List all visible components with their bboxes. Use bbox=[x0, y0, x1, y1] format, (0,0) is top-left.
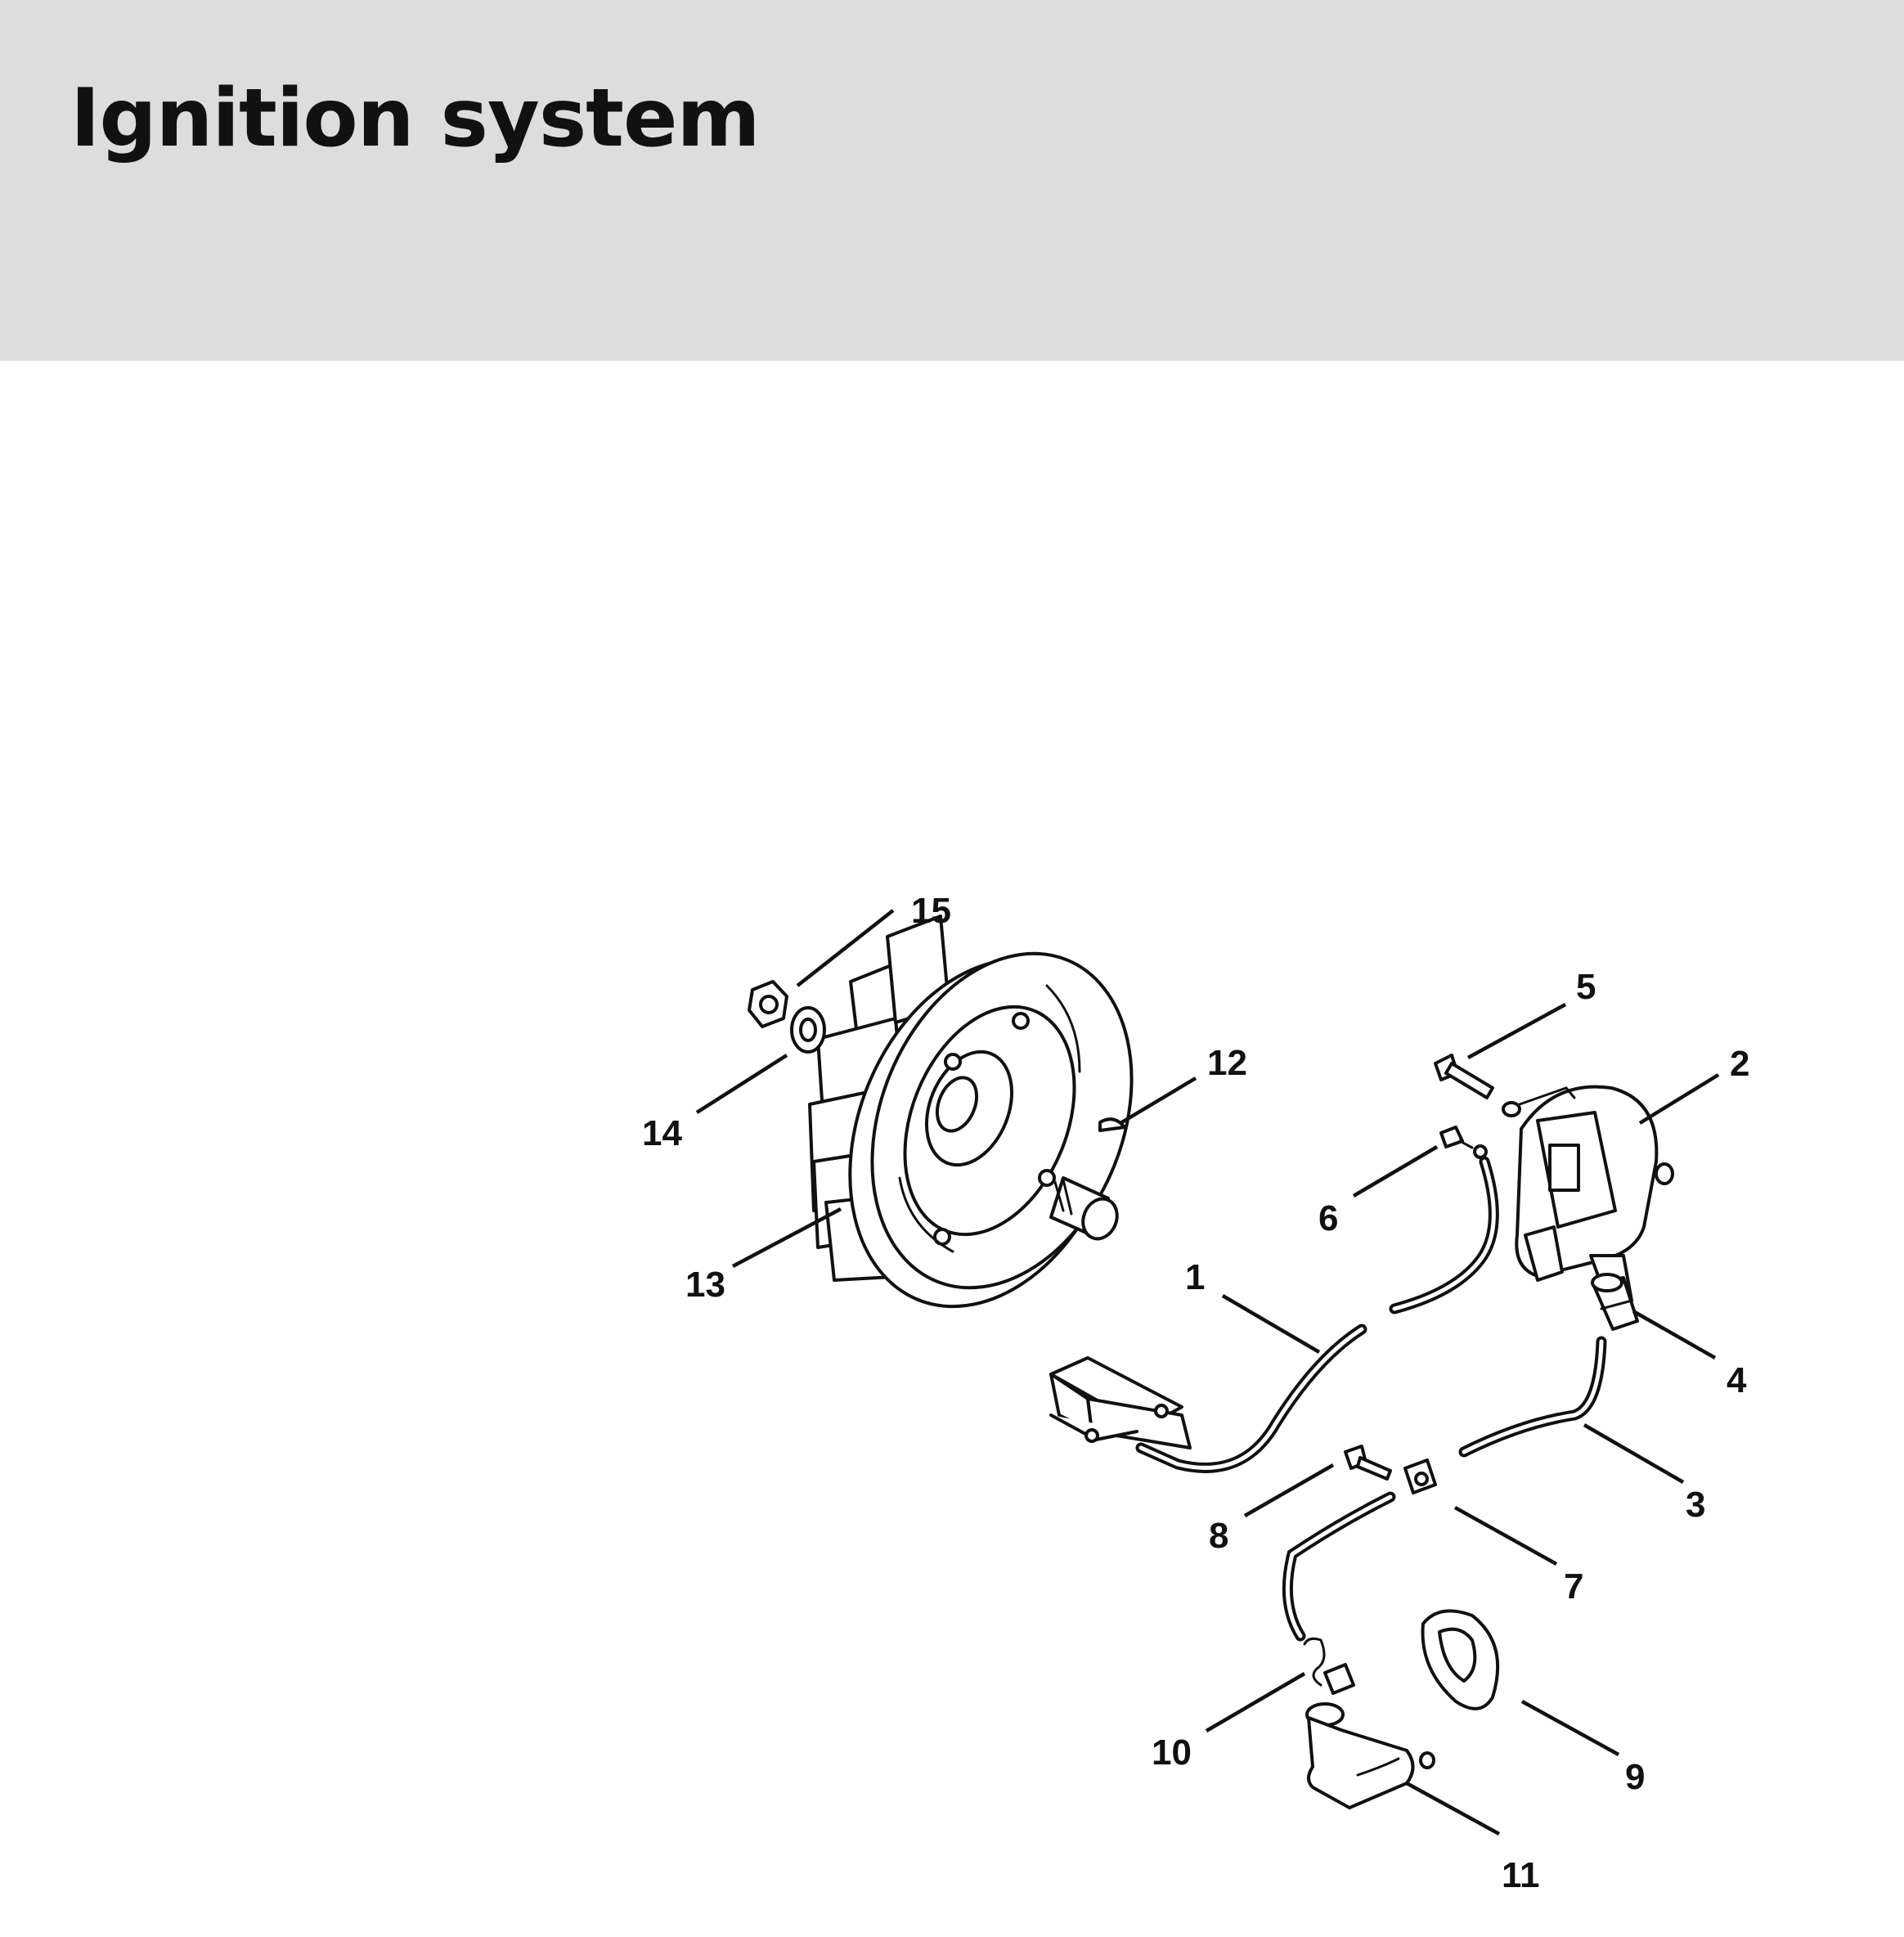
callout-14: 14 bbox=[642, 1113, 682, 1153]
leg-spring-part bbox=[1303, 1637, 1355, 1695]
callout-10: 10 bbox=[1152, 1733, 1192, 1773]
flywheel-part bbox=[808, 915, 1134, 1309]
coil-sleeve-part bbox=[1591, 1273, 1639, 1331]
header-band: Ignition system bbox=[0, 0, 1904, 361]
callout-8: 8 bbox=[1209, 1516, 1228, 1556]
callout-5: 5 bbox=[1576, 967, 1596, 1007]
nut-part bbox=[748, 980, 788, 1028]
callout-3: 3 bbox=[1686, 1485, 1705, 1525]
ignition-module-part bbox=[1049, 1356, 1192, 1449]
callout-9: 9 bbox=[1625, 1757, 1645, 1797]
spark-plug-boot-part bbox=[1305, 1702, 1435, 1809]
callout-15: 15 bbox=[911, 891, 951, 931]
coil-screw-part bbox=[1434, 1054, 1494, 1099]
woodruff-key-part bbox=[1098, 1117, 1126, 1132]
callout-1: 1 bbox=[1185, 1257, 1205, 1297]
washer-part bbox=[790, 1006, 826, 1054]
clamp-screw-part bbox=[1344, 1445, 1392, 1481]
callout-7: 7 bbox=[1564, 1566, 1583, 1607]
exploded-parts-diagram: 1 2 3 4 5 6 7 8 9 10 11 12 13 14 15 bbox=[642, 891, 1749, 1895]
page-title: Ignition system bbox=[70, 72, 761, 165]
callout-2: 2 bbox=[1730, 1044, 1749, 1084]
callout-13: 13 bbox=[685, 1265, 725, 1305]
leader-lines bbox=[695, 909, 1720, 1836]
callout-4: 4 bbox=[1727, 1360, 1747, 1400]
lead-clamp-part bbox=[1403, 1458, 1437, 1494]
boot-grommet-part bbox=[1421, 1609, 1500, 1710]
ground-screw-part bbox=[1439, 1126, 1488, 1159]
callout-labels: 1 2 3 4 5 6 7 8 9 10 11 12 13 14 15 bbox=[642, 891, 1749, 1895]
crankshaft-stub bbox=[1049, 1176, 1119, 1241]
callout-12: 12 bbox=[1207, 1043, 1247, 1083]
callout-6: 6 bbox=[1318, 1198, 1338, 1238]
ground-terminal-part bbox=[1502, 1086, 1576, 1117]
callout-11: 11 bbox=[1502, 1855, 1540, 1895]
